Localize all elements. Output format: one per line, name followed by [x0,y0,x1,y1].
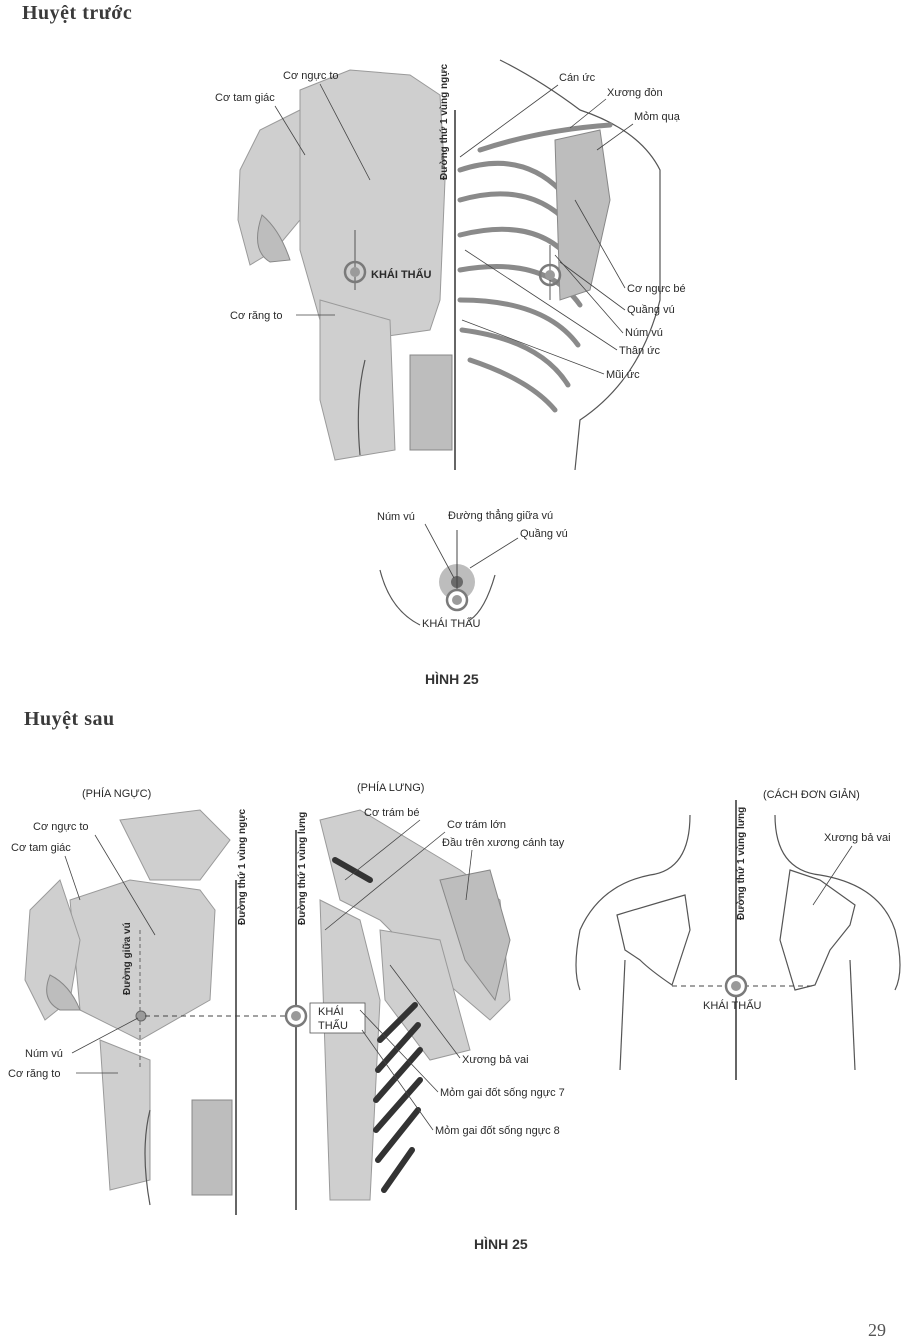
leader [813,846,852,905]
back-side-figure: Đường thứ 1 vùng lưng KHÁI THẤU (PHÍA LƯ… [286,781,565,1210]
detail-label-num-vu: Núm vú [377,511,415,523]
simple-label-xuong-ba-vai: Xương bả vai [824,832,891,844]
simple-right-scapula [780,870,855,990]
back-label-co-tam-giac: Cơ tam giác [11,842,71,854]
back-point-label-line2: THẤU [318,1019,348,1032]
label-xuong-don: Xương đòn [607,87,663,99]
khai-thau-point-left-core [350,267,360,277]
detail-label-quang-vu: Quầng vú [520,528,568,540]
back-point-label-line1: KHÁI [318,1005,344,1018]
breast-curve-left [380,570,420,625]
label-num-vu: Núm vú [625,327,663,339]
back-khai-thau-point-core [291,1011,301,1021]
khai-thau-point-detail-core [452,595,462,605]
back-rib-dark [384,1150,412,1190]
simple-khai-thau-point-core [731,981,741,991]
back-rib-dark [376,1050,420,1100]
back-rib-dark [376,1080,420,1130]
rib [460,163,560,190]
label-mui-uc: Mũi ức [606,369,640,381]
rib [460,300,578,345]
label-phia-nguc: (PHÍA NGỰC) [82,787,151,800]
back-label-co-nguc-to: Cơ ngực to [33,821,89,833]
label-than-uc: Thân ức [619,345,660,357]
label-mom-gai-7: Mỏm gai đốt sống ngực 7 [440,1087,565,1099]
label-co-tram-be: Cơ trám bé [364,807,420,819]
pectoralis-minor-shape [555,130,610,300]
label-mom-qua: Mỏm quạ [634,111,681,123]
rib [460,194,570,225]
label-can-uc: Cán ức [559,72,596,84]
rib [470,360,555,410]
simple-left-scapula [617,895,690,985]
back-erector-shape [320,900,380,1200]
label-co-tam-giac: Cơ tam giác [215,92,275,104]
leader [470,538,518,568]
back-label-co-rang-to: Cơ răng to [8,1068,60,1080]
simple-vertical-label: Đường thứ 1 vùng lưng [736,807,747,920]
pectoralis-major-shape [300,70,445,340]
simple-right-flank [850,960,855,1070]
label-xuong-ba-vai: Xương bả vai [462,1054,529,1066]
label-co-nguc-to: Cơ ngực to [283,70,339,82]
detail-point-label: KHÁI THẤU [422,617,481,630]
leader [65,856,80,900]
simple-method-figure: Đường thứ 1 vùng lưng KHÁI THẤU (CÁCH ĐƠ… [576,788,900,1080]
detail-label-duong-thang: Đường thẳng giữa vú [448,509,553,522]
leader [425,524,454,578]
simple-left-flank [620,960,625,1070]
label-co-rang-to: Cơ răng to [230,310,282,322]
front-vertical-label: Đường thứ 1 vùng ngực [439,64,450,180]
label-cach-don-gian: (CÁCH ĐƠN GIẢN) [763,788,860,801]
khai-thau-label: KHÁI THẤU [371,268,432,281]
chest-serratus-shape [100,1040,150,1190]
back-label-num-vu: Núm vú [25,1048,63,1060]
label-co-tram-lon: Cơ trám lớn [447,819,506,831]
abdominal-block [410,355,452,450]
chest-giua-vu-label: Đường giữa vú [122,922,133,995]
chest-abdominal-block [192,1100,232,1195]
label-phia-lung: (PHÍA LƯNG) [357,781,424,794]
back-vertical-label: Đường thứ 1 vùng lưng [297,812,308,925]
label-co-nguc-be: Cơ ngực bé [627,283,686,295]
front-figure: Đường thứ 1 vùng ngực KHÁI THẤU Cơ ngực … [215,60,686,470]
simple-point-label: KHÁI THẤU [703,999,762,1012]
chest-neck-shape [120,810,230,880]
label-dau-tren: Đầu trên xương cánh tay [442,837,565,849]
nipple-detail: Núm vú Đường thẳng giữa vú Quầng vú KHÁI… [377,509,568,630]
khai-thau-point-right-core [545,270,555,280]
chest-vertical-label: Đường thứ 1 vùng ngực [237,809,248,925]
simple-left-shoulder [576,815,690,990]
label-quang-vu: Quầng vú [627,304,675,316]
chest-nipple-point [136,1011,146,1021]
leader [460,85,558,157]
label-mom-gai-8: Mỏm gai đốt sống ngực 8 [435,1125,560,1137]
serratus-shape [320,300,395,460]
back-chest-figure: Đường thứ 1 vùng ngực Đường giữa vú (PHÍ… [8,787,248,1215]
